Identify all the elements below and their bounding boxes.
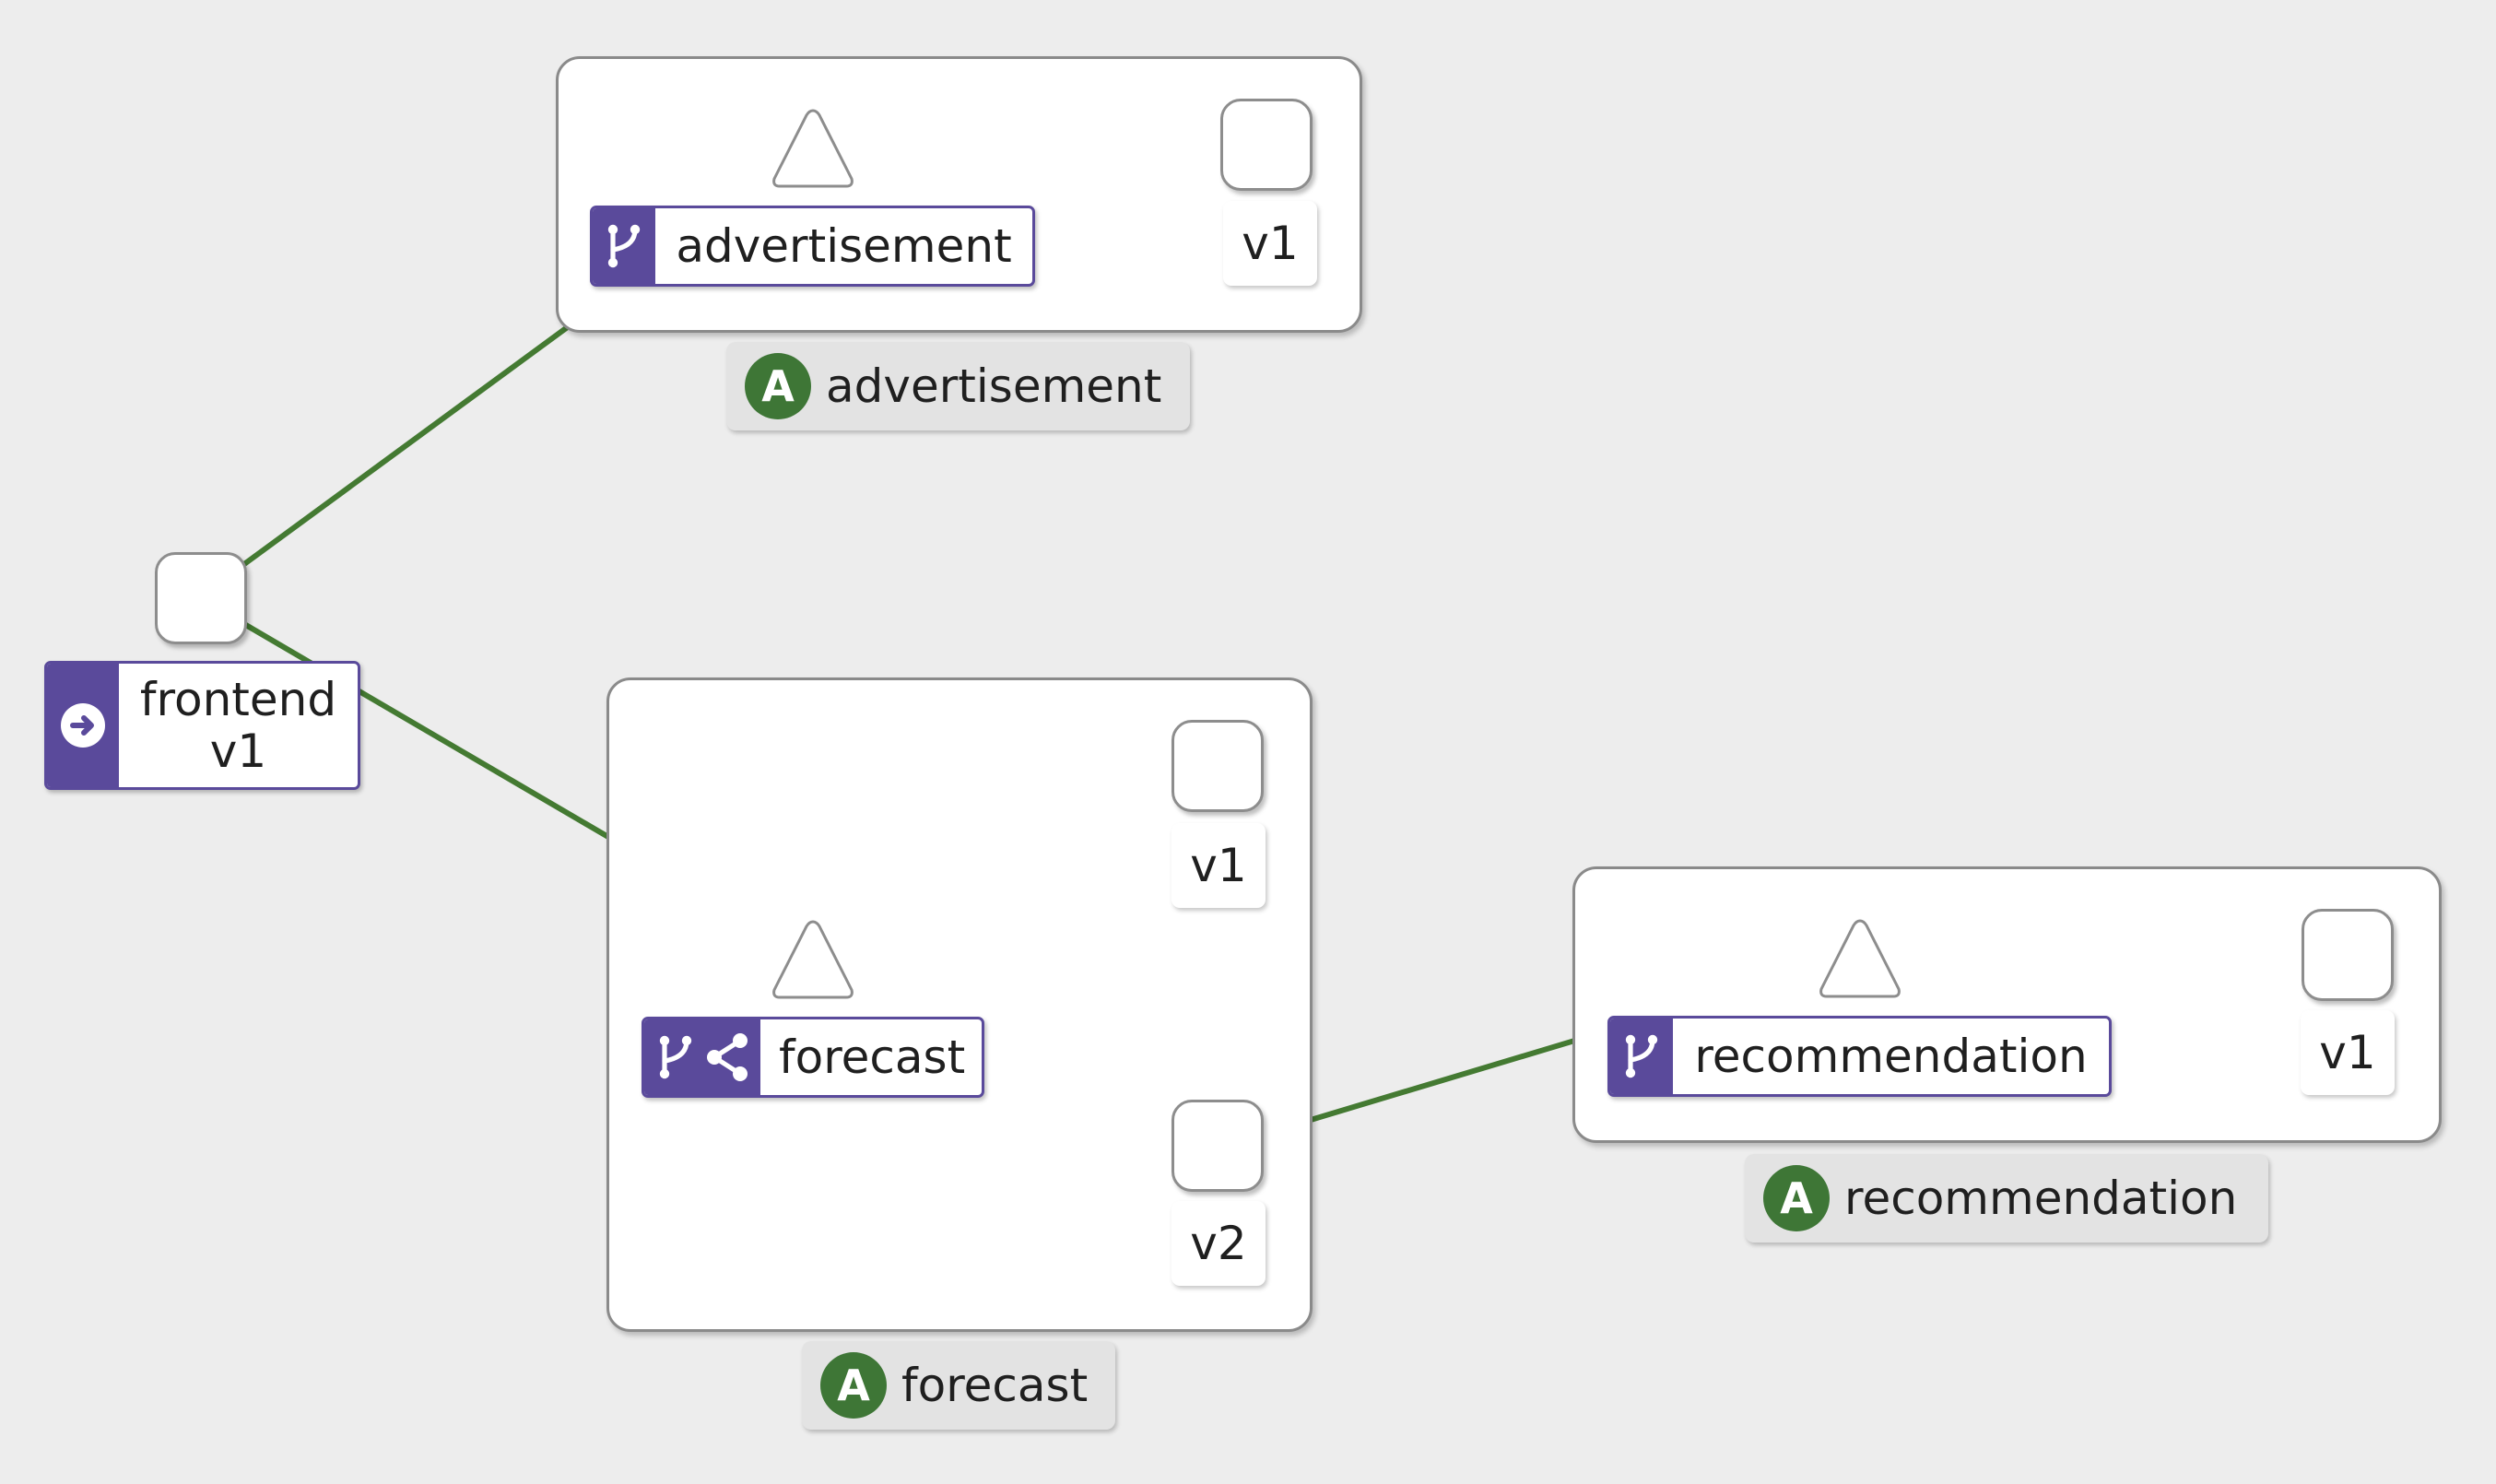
arrow-circle-right-icon xyxy=(61,703,105,748)
recommendation-service-name: recommendation xyxy=(1694,1030,2088,1083)
virtual-service-icon xyxy=(659,1035,692,1079)
app-badge-icon: A xyxy=(820,1352,887,1419)
forecast-service-triangle[interactable] xyxy=(769,916,857,1003)
recommendation-app-tag[interactable]: A recommendation xyxy=(1745,1154,2268,1243)
forecast-app-label: forecast xyxy=(901,1359,1089,1412)
advertisement-service-triangle[interactable] xyxy=(769,105,857,192)
advertisement-group-box[interactable] xyxy=(556,56,1362,333)
recommendation-group-box[interactable] xyxy=(1572,866,2442,1143)
frontend-text: frontend v1 xyxy=(119,664,358,787)
app-badge-icon: A xyxy=(745,353,811,419)
advertisement-app-tag[interactable]: A advertisement xyxy=(726,342,1190,430)
share-icon xyxy=(707,1033,748,1081)
forecast-service-label[interactable]: forecast xyxy=(642,1017,984,1098)
virtual-service-icon xyxy=(1625,1034,1658,1078)
frontend-version: v1 xyxy=(209,724,267,778)
advertisement-service-name: advertisement xyxy=(676,219,1012,273)
forecast-workload-v2-label: v2 xyxy=(1171,1201,1266,1286)
forecast-workload-v2[interactable] xyxy=(1171,1100,1264,1192)
advertisement-app-label: advertisement xyxy=(826,359,1162,413)
advertisement-service-label[interactable]: advertisement xyxy=(590,206,1035,287)
recommendation-service-label[interactable]: recommendation xyxy=(1607,1016,2112,1097)
recommendation-service-icons xyxy=(1610,1019,1673,1094)
virtual-service-icon xyxy=(607,224,641,268)
frontend-workload-label[interactable]: frontend v1 xyxy=(44,661,360,790)
recommendation-app-label: recommendation xyxy=(1844,1172,2238,1225)
advertisement-workload-v1[interactable] xyxy=(1220,99,1313,191)
frontend-name: frontend xyxy=(139,673,337,726)
advertisement-workload-v1-label: v1 xyxy=(1223,201,1317,286)
app-badge-icon: A xyxy=(1763,1165,1830,1231)
recommendation-workload-v1[interactable] xyxy=(2302,909,2394,1001)
advertisement-service-icons xyxy=(593,208,655,284)
forecast-service-icons xyxy=(644,1019,760,1095)
frontend-workload-node[interactable] xyxy=(155,552,247,644)
recommendation-service-triangle[interactable] xyxy=(1816,915,1904,1002)
forecast-service-name: forecast xyxy=(779,1031,966,1084)
forecast-app-tag[interactable]: A forecast xyxy=(802,1341,1115,1430)
forecast-workload-v1-label: v1 xyxy=(1171,823,1266,908)
frontend-icon-panel xyxy=(47,664,119,787)
recommendation-workload-v1-label: v1 xyxy=(2301,1010,2395,1095)
forecast-workload-v1[interactable] xyxy=(1171,720,1264,812)
